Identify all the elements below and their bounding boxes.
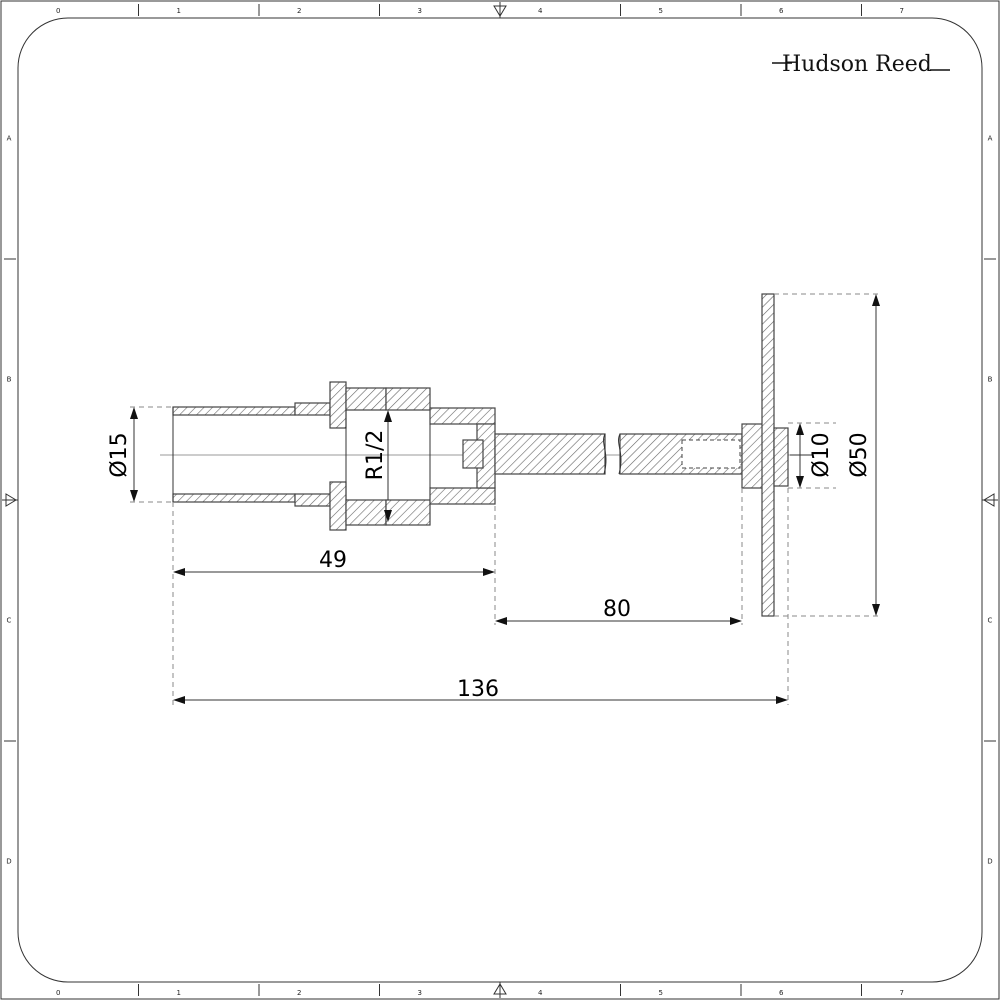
row-label-right: B — [988, 376, 993, 384]
label-length-inlet: 49 — [319, 548, 347, 573]
column-label-bottom: 2 — [297, 989, 301, 997]
centre-mark-top — [493, 2, 507, 18]
column-label-top: 1 — [177, 7, 181, 15]
body-top — [385, 387, 431, 411]
nut-bottom — [345, 499, 387, 526]
spindle-thread-hidden — [681, 439, 741, 469]
column-label-bottom: 7 — [900, 989, 904, 997]
pipe-collar-bottom — [294, 493, 331, 507]
column-label-top: 6 — [779, 7, 784, 15]
row-label-right: C — [988, 617, 993, 625]
pipe-collar-top — [294, 402, 331, 416]
column-label-top: 0 — [56, 7, 60, 15]
spindle — [494, 433, 743, 475]
dim-thread-arrows — [384, 410, 392, 522]
label-flange-diameter: Ø50 — [847, 432, 872, 477]
body-bottom — [385, 499, 431, 526]
pipe-wall-bottom — [172, 493, 296, 503]
row-label-right: D — [987, 858, 992, 866]
centre-mark-right — [982, 493, 998, 507]
column-label-bottom: 4 — [538, 989, 543, 997]
dimension-labels: Ø15 R1/2 49 80 136 Ø10 Ø50 — [107, 430, 872, 702]
column-ticks-bottom: 0 1 2 3 4 5 6 7 — [56, 984, 904, 997]
nut-top — [345, 387, 387, 411]
nut-flange-bottom — [329, 481, 347, 531]
row-label-left: D — [6, 858, 11, 866]
spindle-left-segment — [494, 433, 606, 475]
flange-plate — [761, 293, 775, 617]
column-label-bottom: 3 — [418, 989, 422, 997]
column-label-top: 4 — [538, 7, 543, 15]
extension-lines — [130, 293, 878, 705]
pipe-wall-top — [172, 406, 296, 416]
flange-cap — [773, 427, 789, 487]
column-label-top: 2 — [297, 7, 301, 15]
cartridge-pin — [462, 439, 484, 469]
column-label-bottom: 5 — [659, 989, 663, 997]
row-label-left: A — [7, 135, 12, 143]
flange — [741, 293, 789, 617]
column-label-bottom: 1 — [177, 989, 181, 997]
column-label-top: 7 — [900, 7, 904, 15]
cartridge-bottom — [429, 487, 496, 505]
label-length-overall: 136 — [457, 677, 499, 702]
label-length-spindle: 80 — [603, 597, 631, 622]
label-pipe-diameter: Ø15 — [107, 432, 132, 477]
dimension-lines — [130, 294, 880, 704]
brand-name: Hudson Reed — [782, 52, 932, 77]
row-label-left: C — [7, 617, 12, 625]
row-label-right: A — [988, 135, 993, 143]
inner-border — [17, 17, 983, 983]
inlet-pipe — [172, 402, 331, 507]
nut-flange-top — [329, 381, 347, 429]
row-label-left: B — [7, 376, 12, 384]
cartridge-top — [429, 407, 496, 425]
label-thread: R1/2 — [363, 430, 388, 481]
fitting-body — [329, 381, 496, 531]
brand-logo: Hudson Reed — [772, 52, 950, 77]
column-label-top: 3 — [418, 7, 422, 15]
column-ticks-top: 0 1 2 3 4 5 6 7 — [56, 4, 904, 16]
column-label-bottom: 0 — [56, 989, 60, 997]
column-label-bottom: 6 — [779, 989, 784, 997]
break-line-right — [618, 433, 622, 475]
column-label-top: 5 — [659, 7, 663, 15]
break-line-left — [603, 433, 607, 475]
centre-mark-left — [2, 493, 18, 507]
label-spindle-diameter: Ø10 — [809, 432, 834, 477]
centre-mark-bottom — [493, 982, 507, 998]
